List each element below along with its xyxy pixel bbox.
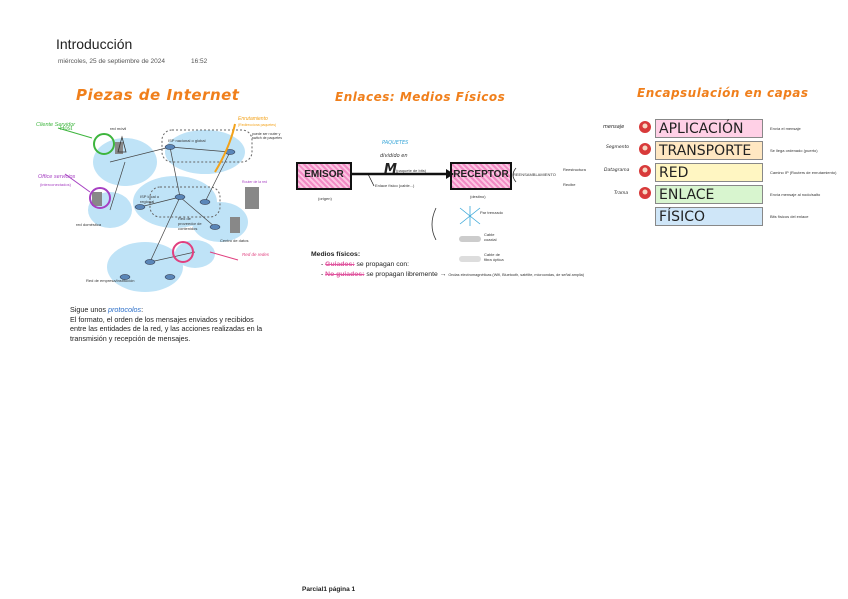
page-footer: Parcial1 página 1	[302, 586, 356, 593]
label-coaxial: Cable coaxial	[484, 232, 497, 242]
medios-heading: Medios físicos:	[311, 251, 361, 258]
medios-no-guiados: - No guiados: se propagan libremente → O…	[321, 271, 585, 278]
note-red: Camino IP (Routers de enrutamiento)	[770, 170, 837, 175]
emisor-box: EMISOR	[296, 162, 352, 190]
label-m-sub: (paquete de bits)	[396, 168, 427, 173]
page-title: Introducción	[56, 36, 133, 52]
note-enlace: Envía mensaje al nodo/salto	[770, 192, 821, 197]
label-redes: Red de redes	[242, 252, 270, 257]
label-isp-global: ISP nacional o global	[168, 138, 206, 143]
protocolos-lead-end: :	[141, 305, 144, 314]
medios-guiados: - Guiados: se propagan con:	[321, 261, 410, 268]
label-red-movil: red móvil	[110, 126, 127, 131]
label-dividido: dividido en	[380, 153, 408, 159]
label-par-trenzado: Par trenzado	[480, 210, 503, 215]
label-red-empresarial: Red de empresa/institución	[86, 278, 135, 283]
label-enrutamiento-sub: (Redirecciona paquetes)	[238, 123, 277, 127]
layer-fisico: FÍSICO	[655, 207, 763, 226]
side-trama: Trama	[614, 191, 629, 196]
label-enrutamiento: Enrutamiento	[238, 116, 268, 122]
network-diagram-svg	[57, 123, 259, 292]
media-icons	[459, 206, 481, 262]
label-host: Host	[60, 126, 73, 132]
label-destino: (destino)	[470, 194, 486, 199]
network-diagram: Cliente Servidor Host Office servicios (…	[30, 112, 290, 302]
medios-no-guiados-extra: Ondas electromagnéticas (Wifi, Bluetooth…	[448, 273, 585, 277]
label-radio: Cable de fibra óptica	[484, 252, 504, 262]
label-office-sub: (interconectados)	[40, 182, 71, 187]
label-centro-datos: Centro de datos	[220, 238, 249, 243]
layer-transporte: TRANSPORTE	[655, 141, 763, 160]
label-switch: puede ser router y switch de paquetes	[252, 132, 282, 140]
label-reestructura: Reestructura	[563, 167, 586, 172]
medios-no-guiados-term: No guiados:	[325, 271, 365, 278]
medios-fisicos: Medios físicos: - Guiados: se propagan c…	[311, 250, 584, 280]
layer-red: RED	[655, 163, 763, 182]
protocolos-description: El formato, el orden de los mensajes env…	[70, 314, 263, 343]
note-aplicacion: Envía el mensaje	[770, 126, 801, 131]
medios-no-guiados-text: se propagan libremente	[364, 271, 438, 278]
label-m: M	[384, 162, 397, 177]
side-datagrama: Datagrama	[604, 168, 630, 173]
page-time: 16:52	[191, 58, 208, 65]
heading-piezas: Piezas de Internet	[76, 86, 240, 104]
medios-guiados-text: se propagan con:	[354, 261, 410, 268]
heading-enlaces: Enlaces: Medios Físicos	[335, 90, 506, 104]
side-segmento: Segmento	[606, 145, 630, 150]
matryoshka-icons	[639, 121, 651, 199]
label-enlace-fisico: Enlace físico (cable...)	[375, 183, 415, 188]
receptor-box: RECEPTOR	[450, 162, 512, 190]
note-transporte: Se llega ordenado (puerto)	[770, 148, 818, 153]
protocolos-text: Sigue unos protocolos: El formato, el or…	[70, 305, 270, 343]
heading-encapsulacion: Encapsulación en capas	[637, 86, 809, 100]
label-cliente-servidor: Cliente Servidor	[36, 122, 76, 128]
enlaces-arrows	[352, 167, 517, 240]
label-reensamblado: REENSAMBLAMIENTO	[513, 172, 556, 177]
page-date: miércoles, 25 de septiembre de 2024	[58, 58, 165, 65]
label-paquetes: PAQUETES	[382, 140, 409, 146]
layer-enlace: ENLACE	[655, 185, 763, 204]
layer-aplicacion: APLICACIÓN	[655, 119, 763, 138]
label-red-domestica: red doméstica	[76, 222, 102, 227]
label-routers: Router de la red	[242, 180, 268, 184]
label-red-proveedor: Red de proveedor de contenidos	[178, 216, 202, 231]
label-office-servicios: Office servicios	[38, 174, 76, 180]
note-fisico: Bits físicos del enlace	[770, 214, 809, 219]
label-origen: (origen)	[318, 196, 332, 201]
protocolos-lead: Sigue unos	[70, 305, 108, 314]
label-isp-local: ISP local o regional	[140, 194, 160, 204]
label-recibe: Recibe	[563, 182, 576, 187]
protocolos-term: protocolos	[107, 305, 142, 314]
side-mensaje: mensaje	[603, 124, 625, 130]
medios-guiados-term: Guiados:	[325, 261, 355, 268]
